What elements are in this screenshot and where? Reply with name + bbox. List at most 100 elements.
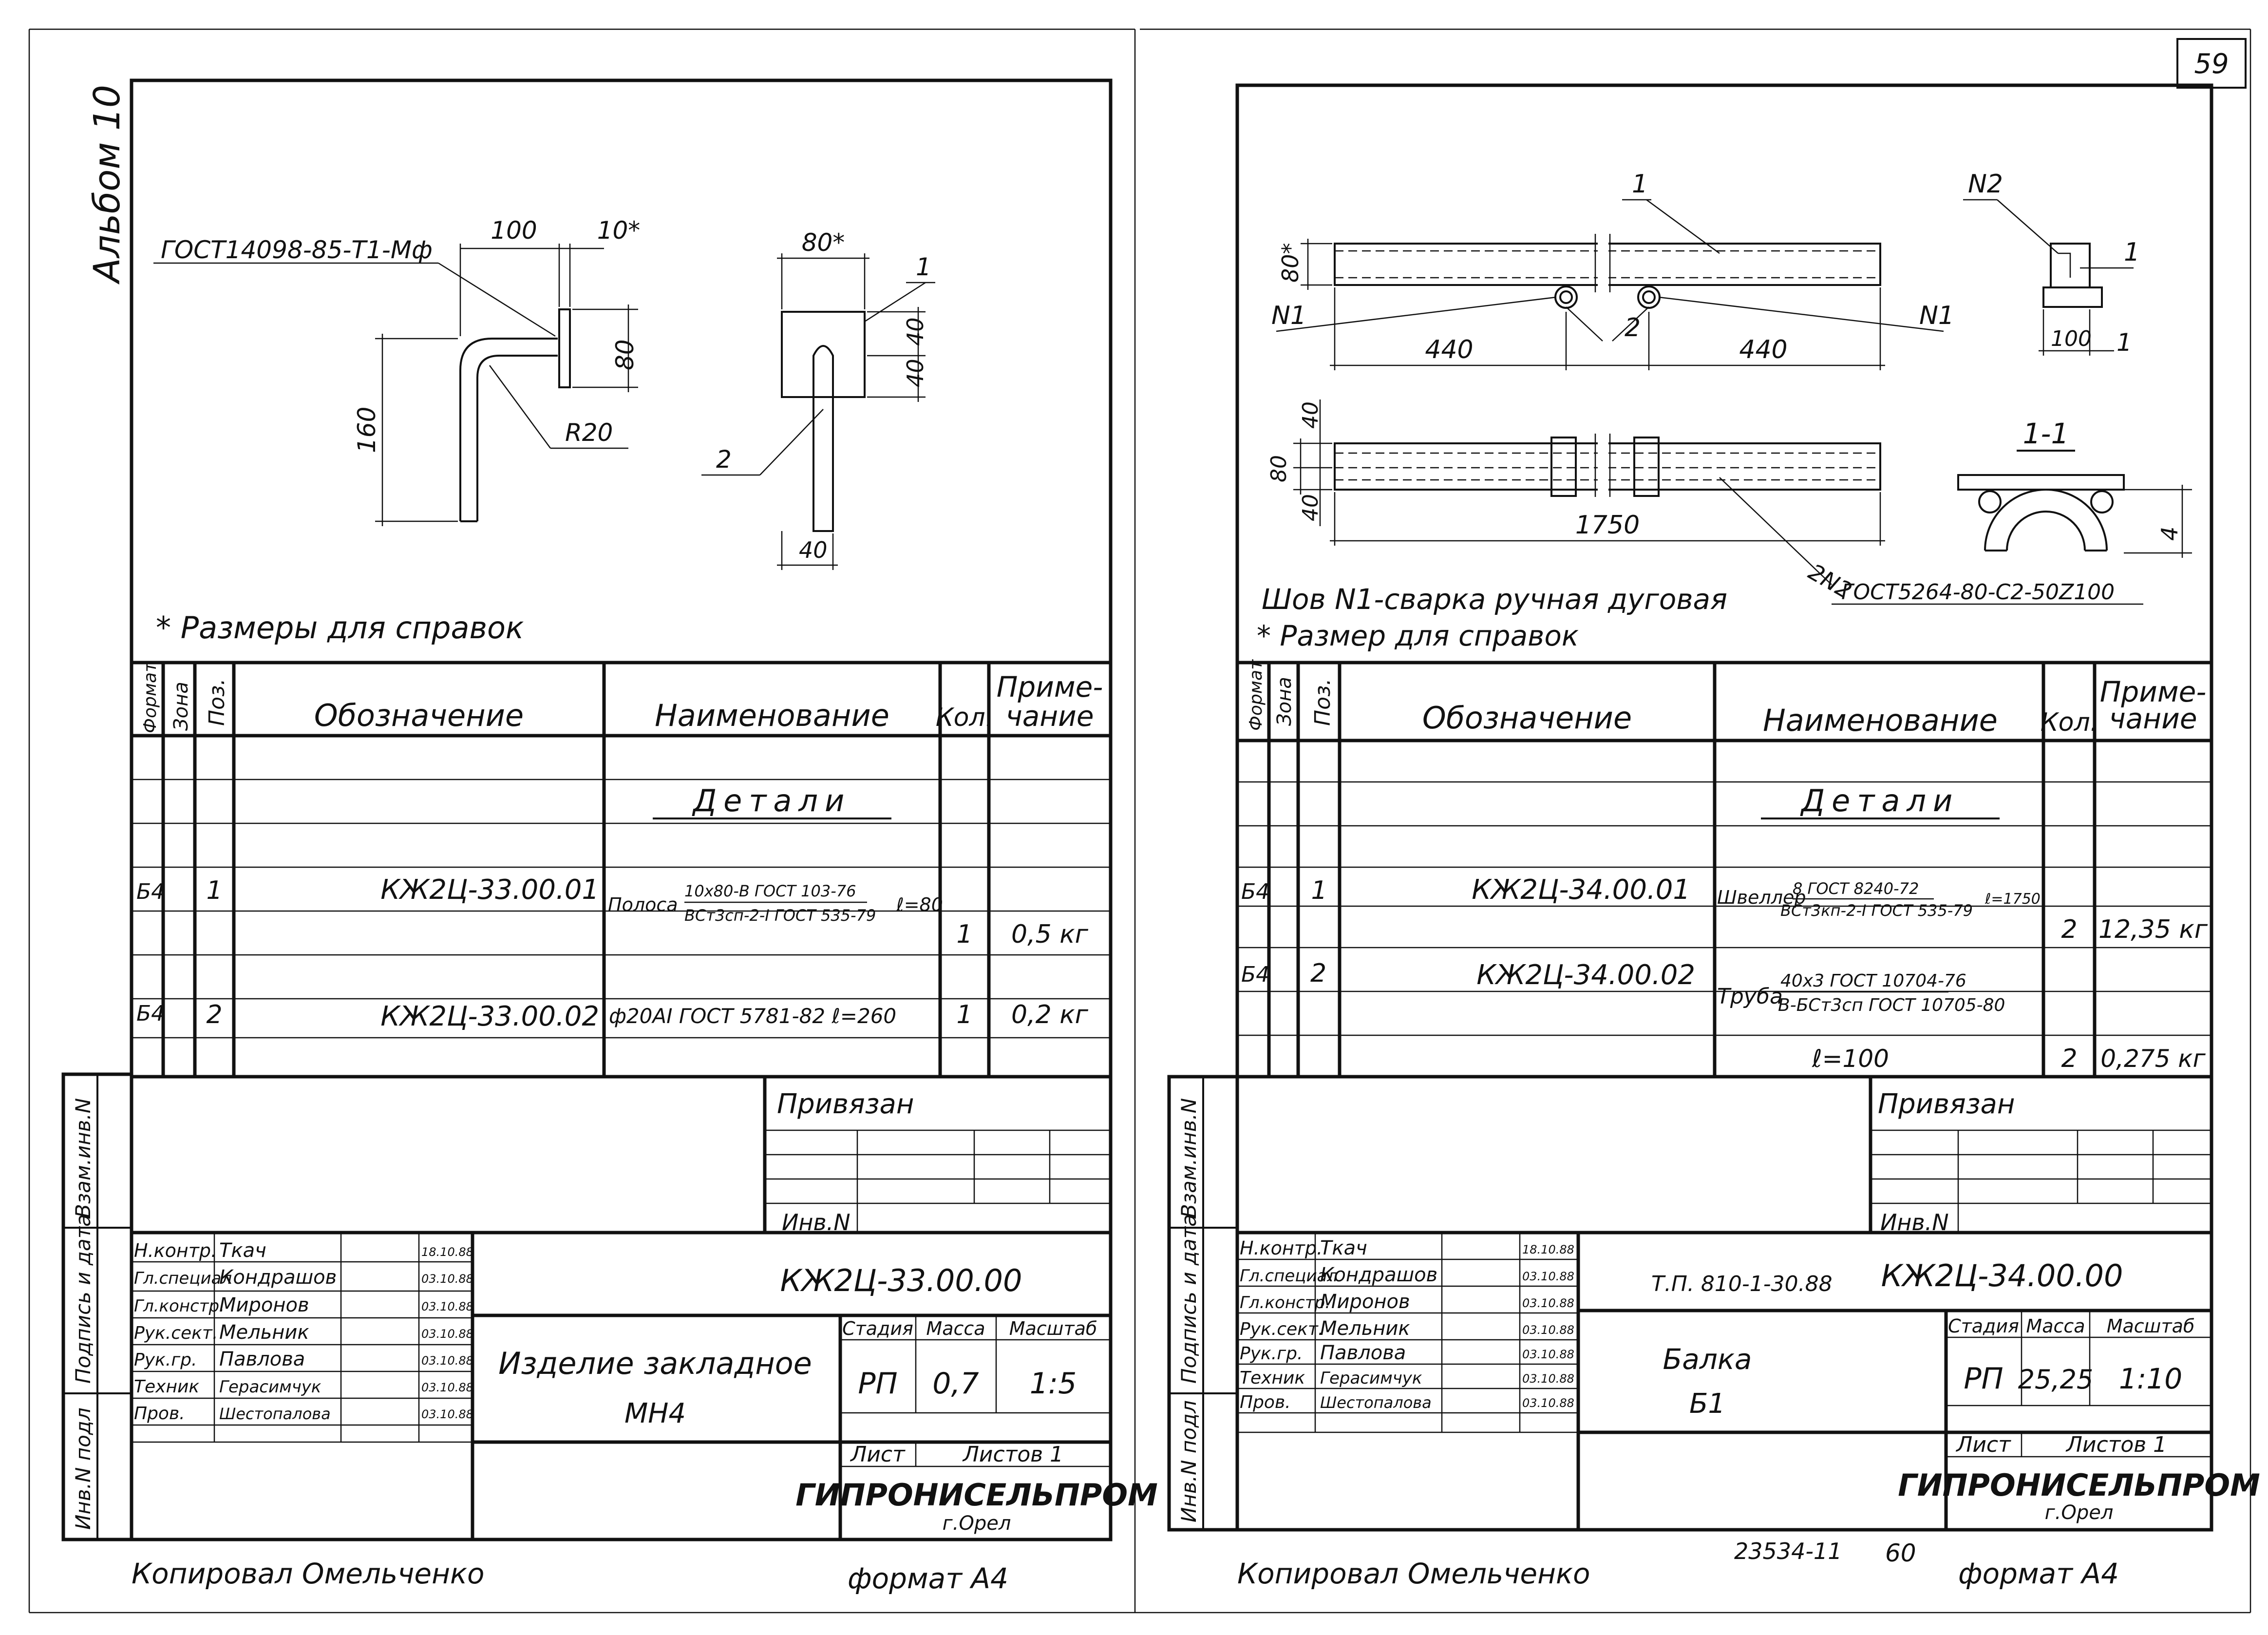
left-listov-label: Листов 1 (962, 1442, 1063, 1467)
right-sig-role-6: Пров. (1240, 1392, 1291, 1412)
right-sig-role-5: Техник (1240, 1368, 1305, 1388)
left-section-title: Детали (692, 783, 851, 818)
left-sig-name-6: Шестопалова (219, 1405, 331, 1423)
left-privyazan: Привязан (777, 1088, 914, 1120)
left-org-city: г.Орел (943, 1512, 1011, 1535)
right-row2-poz: 2 (1310, 959, 1326, 988)
left-dim-10: 10* (597, 216, 641, 245)
right-row2-naim-prefix: Труба (1717, 984, 1783, 1009)
right-side-label-podpis-data: Подпись и дата (1177, 1214, 1201, 1384)
right-row1-naim-bottom: ВСт3кп-2-I ГОСТ 535-79 (1780, 901, 1973, 920)
right-row2-oboznachenie: КЖ2Ц-34.00.02 (1476, 959, 1695, 991)
right-drawing: 80* 440 440 1 N1 N1 2 N2 (1257, 170, 2192, 652)
left-header-naimenovanie: Наименование (655, 698, 889, 733)
right-leader-n2: N2 (1968, 170, 2003, 199)
right-section-label: 1-1 (2023, 417, 2069, 450)
right-dim-40-bottom: 40 (1298, 494, 1323, 521)
right-sig-role-4: Рук.гр. (1240, 1344, 1303, 1364)
left-sig-name-0: Ткач (219, 1239, 266, 1262)
left-sig-role-0: Н.контр. (134, 1240, 217, 1261)
page-number: 59 (2194, 48, 2229, 80)
left-sheet: Взам.инв.N Подпись и дата Инв.N подл 100… (61, 78, 1158, 1595)
right-row3-kol: 2 (2061, 1044, 2077, 1073)
right-title-block: Привязан Инв.N Н.контр. Т (1235, 1075, 2260, 1532)
left-sig-role-6: Пров. (134, 1404, 185, 1424)
right-note: * Размер для справок (1257, 619, 1579, 652)
left-stadiya-label: Стадия (842, 1318, 913, 1339)
right-leader-n1-left: N1 (1271, 301, 1306, 330)
right-inv-n: Инв.N (1880, 1209, 1949, 1236)
left-row2-naim: ф20АI ГОСТ 5781-82 ℓ=260 (609, 1004, 896, 1028)
left-gost-label: ГОСТ14098-85-Т1-Мф (161, 236, 433, 264)
left-leader-2: 2 (716, 445, 732, 474)
left-dim-80: 80 (611, 339, 639, 370)
right-sig-name-6: Шестопалова (1320, 1393, 1432, 1412)
right-sig-date-6: 03.10.88 (1522, 1396, 1574, 1410)
right-gost-weld: ГОСТ5264-80-С2-50Z100 (1841, 580, 2115, 605)
left-row2-poz: 2 (206, 1000, 222, 1029)
left-row2-kol: 1 (956, 1000, 972, 1029)
left-format-label: формат А4 (848, 1562, 1008, 1595)
left-dim-r20: R20 (565, 418, 613, 447)
right-row2-naim-bottom: В-БСт3сп ГОСТ 10705-80 (1778, 995, 2005, 1015)
right-row1-naim-suffix: ℓ=1750 (1984, 891, 2041, 908)
right-copied-by: Копировал Омельченко (1237, 1557, 1590, 1590)
left-sig-date-4: 03.10.88 (421, 1354, 473, 1368)
right-row3-prim: 0,275 кг (2100, 1045, 2206, 1073)
right-privyazan: Привязан (1878, 1088, 2015, 1120)
left-sig-role-3: Рук.сект. (134, 1323, 218, 1343)
right-row1-format: Б4 (1241, 879, 1269, 904)
right-sig-date-3: 03.10.88 (1522, 1323, 1574, 1337)
right-header-format: Формат (1246, 659, 1266, 731)
left-sig-name-2: Миронов (219, 1294, 309, 1316)
sheet-bottom-text: 23534-11 (1734, 1538, 1842, 1564)
right-sig-date-0: 18.10.88 (1522, 1243, 1574, 1256)
left-header-kol: Кол. (936, 703, 994, 732)
right-sig-name-2: Миронов (1320, 1291, 1410, 1313)
left-dim-160: 160 (353, 407, 381, 453)
left-dim-40-bottom: 40 (799, 537, 828, 563)
right-header-zona: Зона (1273, 677, 1296, 726)
right-sig-name-4: Павлова (1320, 1342, 1406, 1364)
left-row1-naim-bottom: ВСт3сп-2-I ГОСТ 535-79 (684, 906, 876, 925)
right-sig-name-3: Мельник (1320, 1317, 1410, 1340)
left-doc-code: КЖ2Ц-33.00.00 (780, 1263, 1022, 1298)
left-note: * Размеры для справок (156, 610, 524, 646)
right-side-label-inv-podl: Инв.N подл (1177, 1400, 1201, 1522)
left-sig-name-4: Павлова (219, 1348, 305, 1370)
right-header-poz: Поз. (1310, 679, 1335, 726)
right-title-line1: Балка (1663, 1343, 1752, 1376)
left-sig-role-4: Рук.гр. (134, 1350, 197, 1370)
right-sig-date-4: 03.10.88 (1522, 1348, 1574, 1361)
right-header-prim-2: чание (2109, 702, 2197, 735)
left-dim-80-top: 80* (802, 228, 845, 257)
right-row1-oboznachenie: КЖ2Ц-34.00.01 (1472, 874, 1690, 906)
right-header-oboznachenie: Обозначение (1422, 700, 1632, 736)
left-list-label: Лист (850, 1442, 906, 1467)
left-dim-40b: 40 (902, 359, 928, 387)
left-row2-oboznachenie: КЖ2Ц-33.00.02 (380, 1001, 599, 1032)
page-frame (28, 28, 2251, 1614)
left-header-prim-2: чание (1005, 700, 1094, 733)
right-listov-label: Листов 1 (2065, 1432, 2167, 1457)
right-row1-naim-top: 8 ГОСТ 8240-72 (1793, 879, 1919, 898)
right-stadiya-value: РП (1964, 1362, 2003, 1396)
side-label-inv-podl: Инв.N подл (71, 1407, 95, 1530)
right-leader-1: 1 (1632, 170, 1648, 199)
left-leader-1: 1 (916, 253, 931, 281)
right-row1-naim-prefix: Швеллер (1717, 887, 1806, 908)
left-header-prim-1: Приме- (997, 670, 1103, 703)
right-row3-naim: ℓ=100 (1812, 1045, 1889, 1073)
right-n2-dim-100: 100 (2051, 326, 2092, 351)
left-massa-label: Масса (926, 1318, 985, 1339)
left-row1-poz: 1 (206, 876, 222, 905)
left-dim-40a: 40 (902, 317, 928, 346)
side-label-podpis-data: Подпись и дата (71, 1214, 95, 1384)
right-dim-1750: 1750 (1575, 511, 1640, 540)
left-row2-prim: 0,2 кг (1011, 1000, 1089, 1029)
right-spec-table: Формат Зона Поз. Обозначение Наименовани… (1235, 659, 2213, 1079)
right-sig-date-5: 03.10.88 (1522, 1372, 1574, 1386)
left-row1-oboznachenie: КЖ2Ц-33.00.01 (380, 874, 599, 906)
left-sig-role-5: Техник (134, 1377, 199, 1397)
